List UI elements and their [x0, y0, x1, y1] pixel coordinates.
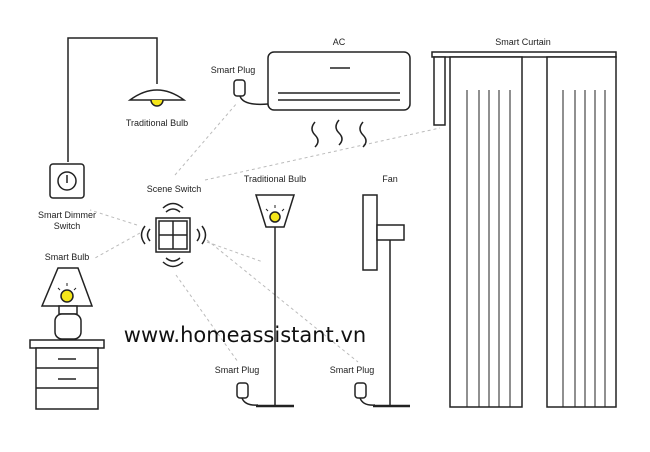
- link-to-smart-bulb: [94, 232, 141, 259]
- smart-plug-icon: [236, 382, 259, 406]
- traditional-bulb-top-label: Traditional Bulb: [126, 118, 188, 128]
- bulb-rays-table: [57, 283, 77, 291]
- fan-label: Fan: [382, 174, 398, 184]
- link-to-smart-plug-left: [175, 274, 239, 363]
- floor-lamp-icon: [254, 194, 296, 408]
- table-lamp-icon: [40, 267, 94, 340]
- smart-plug-top-label: Smart Plug: [211, 65, 256, 75]
- smart-plug-right-label: Smart Plug: [330, 365, 375, 375]
- smart-dimmer-label-line2: Switch: [54, 221, 81, 231]
- ac-label: AC: [333, 37, 346, 47]
- link-to-smart-plug-top: [174, 102, 238, 176]
- smart-plug-icon: [233, 79, 269, 106]
- nightstand-icon: [29, 339, 105, 410]
- link-to-floor-lamp: [206, 241, 264, 263]
- link-to-smart-plug-right: [206, 239, 359, 363]
- traditional-bulb-floor-label: Traditional Bulb: [244, 174, 306, 184]
- smart-bulb-label: Smart Bulb: [45, 252, 90, 262]
- fan-icon: [362, 194, 410, 408]
- smart-plug-icon: [354, 382, 376, 406]
- air-conditioner-icon: [267, 51, 411, 148]
- smart-dimmer-label-line1: Smart Dimmer: [38, 210, 96, 220]
- curtain-icon: [431, 51, 617, 408]
- bulb-rays-floor: [265, 205, 285, 212]
- watermark-text: www.homeassistant.vn: [124, 323, 366, 347]
- link-to-dimmer: [89, 209, 138, 226]
- smart-plug-left-label: Smart Plug: [215, 365, 260, 375]
- pendant-lamp-icon: [67, 37, 187, 162]
- scene-switch-icon: [140, 202, 207, 268]
- smart-curtain-label: Smart Curtain: [495, 37, 551, 47]
- scene-switch-label: Scene Switch: [147, 184, 202, 194]
- link-to-curtain: [204, 127, 441, 181]
- wireless-links: [89, 102, 441, 363]
- dimmer-switch-icon: [49, 163, 85, 199]
- curtain-folds: [466, 90, 606, 407]
